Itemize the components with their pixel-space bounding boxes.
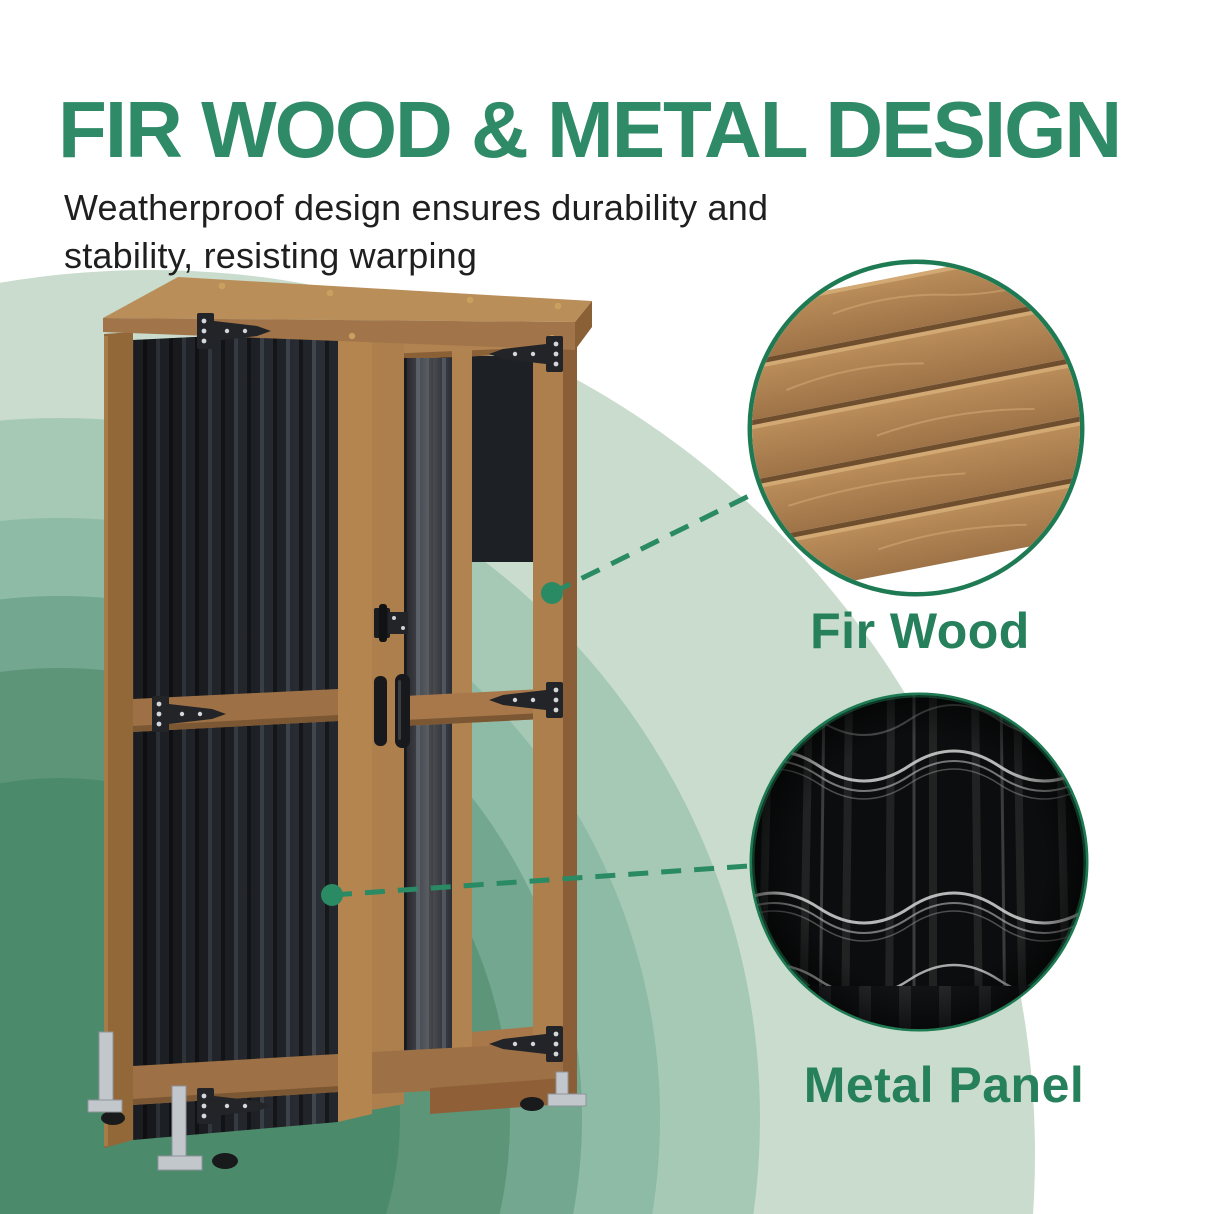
corner-post-highlight xyxy=(104,336,108,1146)
feet-and-brackets xyxy=(87,1031,587,1171)
fir-wood-connector-dot xyxy=(541,582,563,604)
foot-front-right xyxy=(520,1097,544,1111)
anchor-bracket-rear-left xyxy=(98,1031,114,1105)
callout-connectors xyxy=(331,489,759,898)
door-handles xyxy=(374,674,410,748)
fir-wood-connector-line xyxy=(550,489,759,596)
page-title: FIR WOOD & METAL DESIGN xyxy=(58,84,1122,174)
left-door-stile xyxy=(372,334,404,1110)
cabinet-corner-post xyxy=(104,332,133,1148)
page-subtitle: Weatherproof design ensures durability a… xyxy=(64,187,769,276)
foot-rear-left xyxy=(101,1111,125,1125)
product-image-cabinet xyxy=(87,277,592,1171)
cabinet-side-panel xyxy=(133,330,338,1140)
right-door-stile xyxy=(533,348,563,1104)
fir-wood-label: Fir Wood xyxy=(810,603,1030,659)
right-corner-edge xyxy=(563,344,577,1098)
metal-panel-connector-dot xyxy=(321,884,343,906)
front-left-post xyxy=(338,330,372,1122)
door-latch xyxy=(374,604,408,642)
foot-front-left xyxy=(212,1153,238,1169)
anchor-bracket-front-left xyxy=(171,1085,187,1161)
metal-panel-connector-line xyxy=(331,863,749,898)
cabinet-front xyxy=(338,322,577,1122)
cross-rail-shadow xyxy=(404,712,563,726)
metal-panel-label: Metal Panel xyxy=(803,1057,1085,1113)
front-bottom-rail xyxy=(372,1042,563,1094)
